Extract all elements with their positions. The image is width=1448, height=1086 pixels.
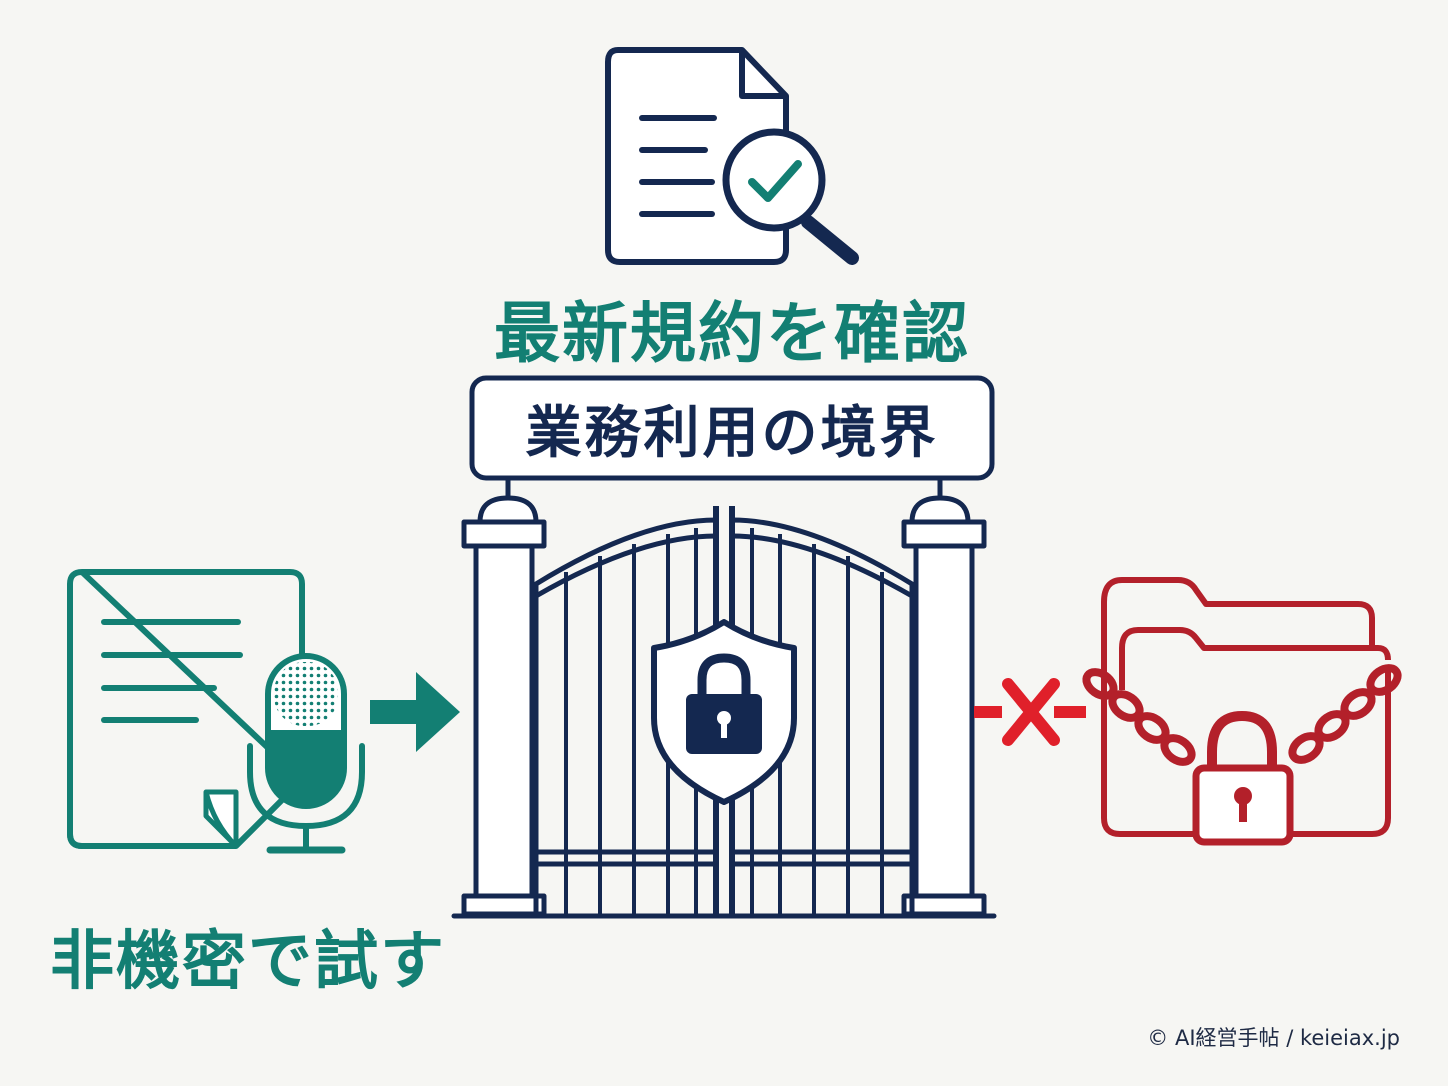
shield-lock-icon [651, 619, 797, 805]
gate-icon [451, 495, 997, 919]
blocked-cross-icon [974, 678, 1086, 746]
boundary-sign [469, 375, 995, 498]
check-terms-label: 最新規約を確認 [494, 295, 970, 372]
try-nonconfidential-label: 非機密で試す [50, 925, 446, 999]
credit-text: © AI経営手帖 / keieiax.jp [1147, 1026, 1400, 1050]
document-magnifier-icon [605, 47, 859, 265]
padlock-icon [1192, 710, 1294, 846]
arrow-right-icon [370, 672, 460, 752]
document-microphone-icon [67, 569, 365, 854]
boundary-sign-label: 業務利用の境界 [525, 400, 939, 466]
chain-icon [1082, 664, 1402, 766]
